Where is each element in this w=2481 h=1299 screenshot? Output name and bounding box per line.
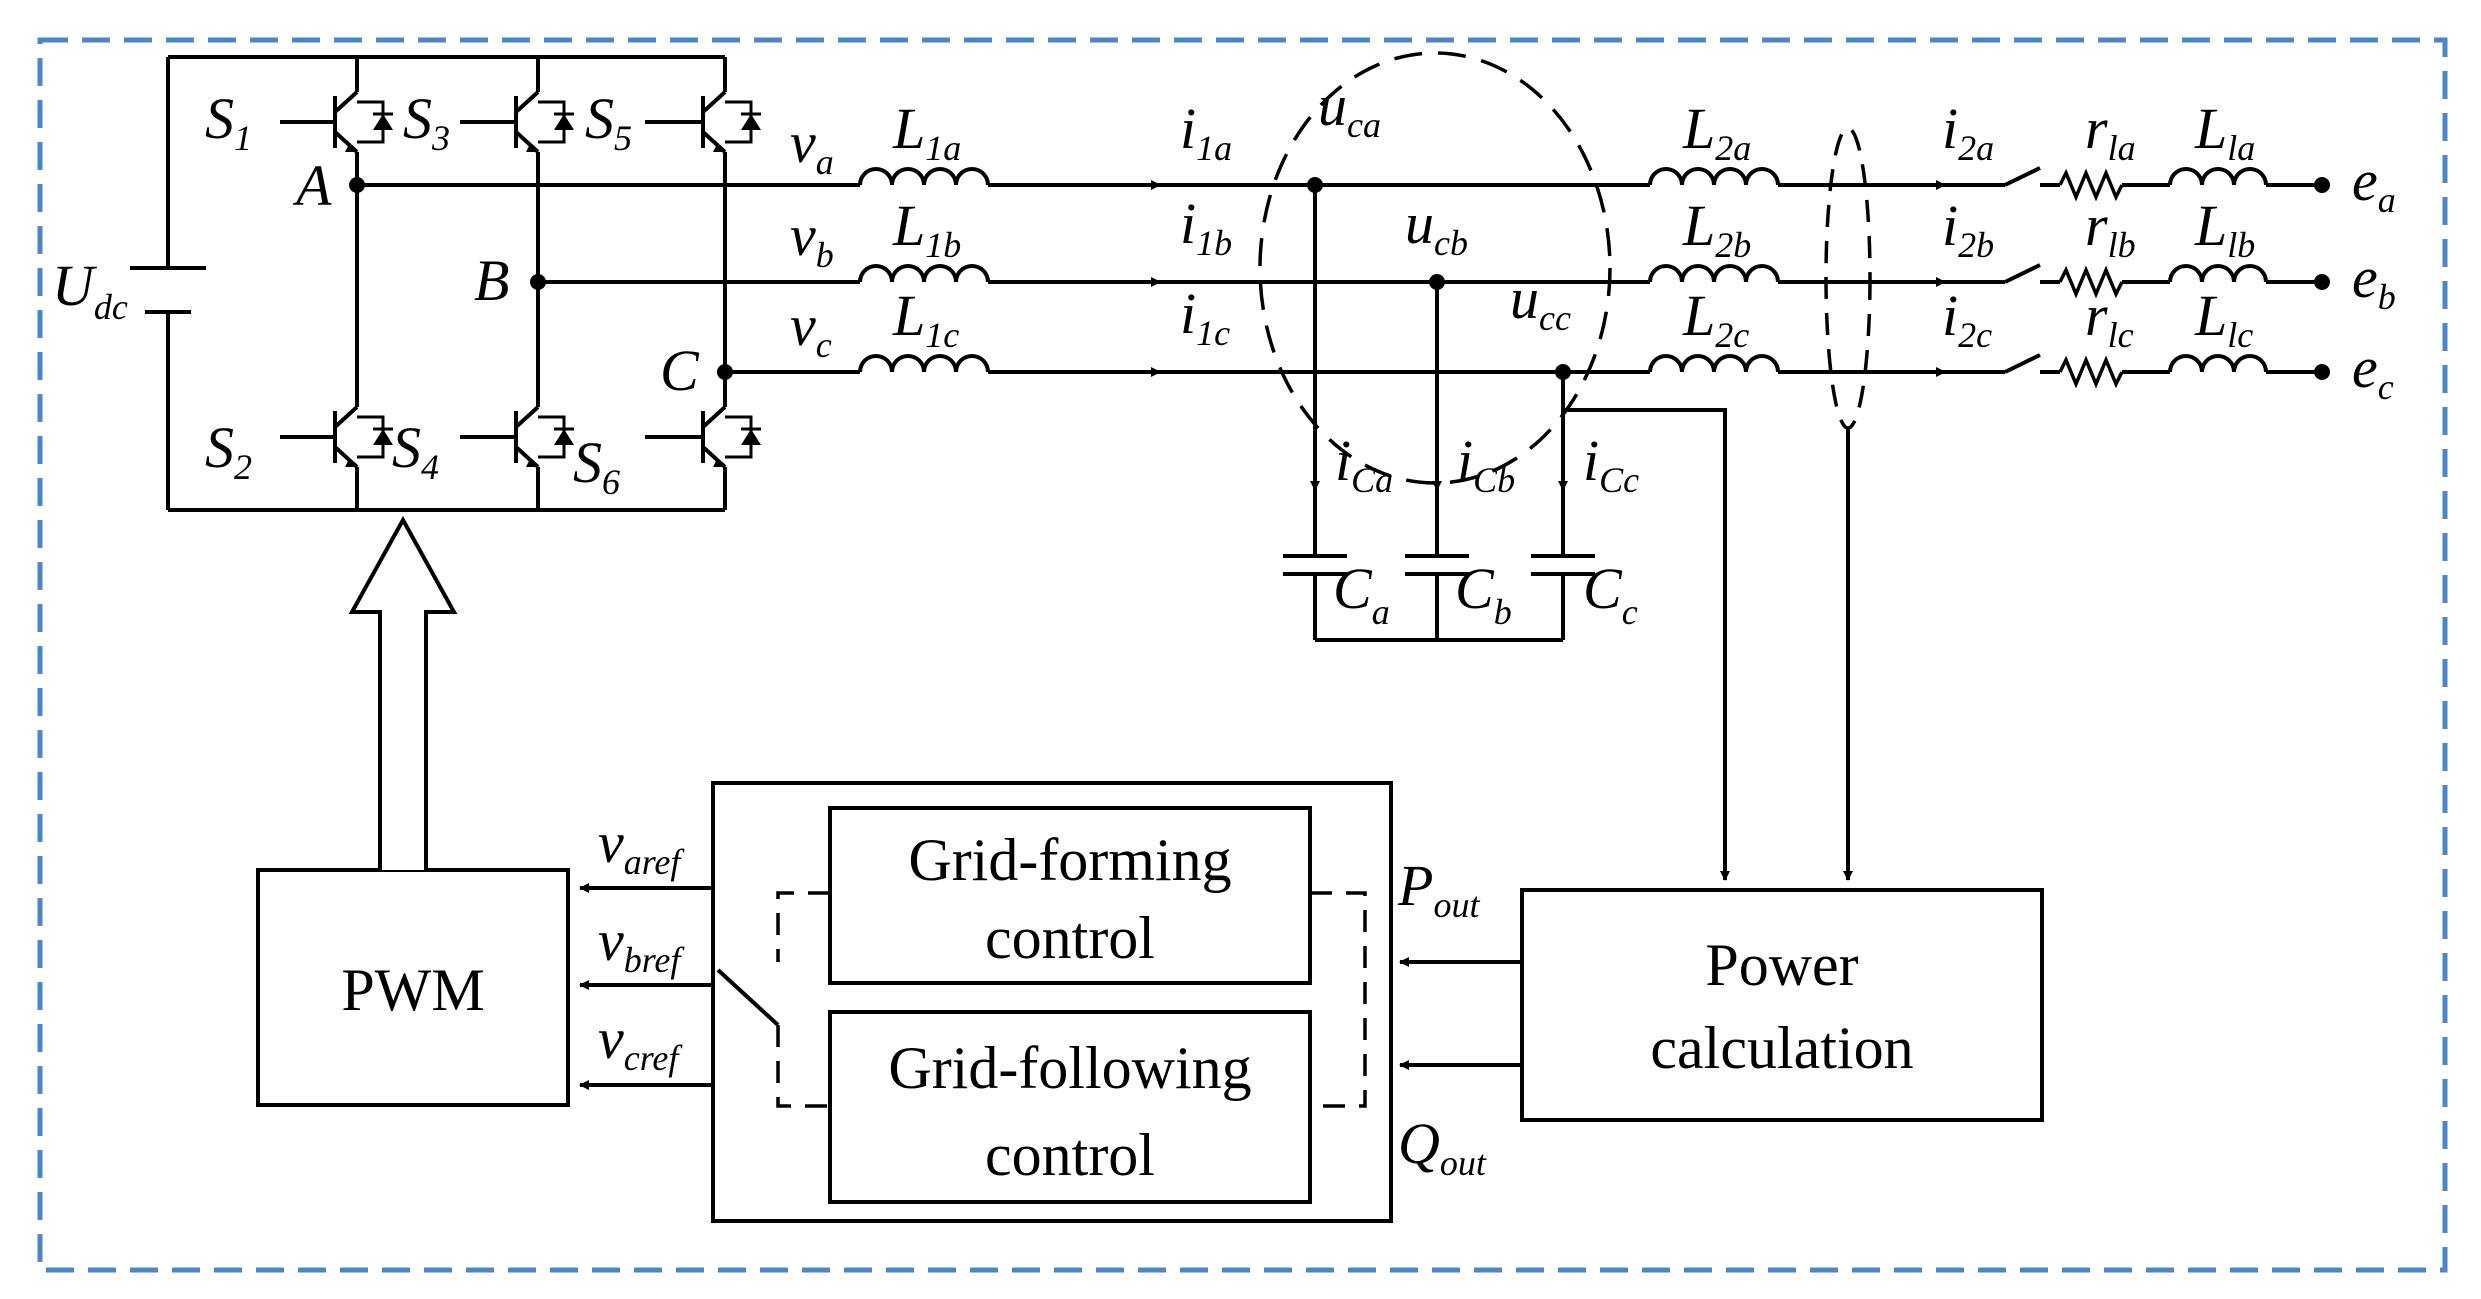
label-ica: iCa xyxy=(1335,428,1393,500)
switch-s6 xyxy=(687,393,763,481)
label-l2b: L2b xyxy=(1682,193,1751,265)
current-measurement-ellipse xyxy=(1824,126,1872,430)
label-qout: Qout xyxy=(1398,1111,1487,1183)
inductor-llb xyxy=(2168,264,2268,284)
label-l1a: L1a xyxy=(892,96,961,168)
inductor-l1c xyxy=(858,354,990,374)
label-i2a: i2a xyxy=(1942,96,1994,168)
label-rlb: rlb xyxy=(2085,193,2136,265)
label-i2c: i2c xyxy=(1942,283,1992,355)
grid-forming-block xyxy=(828,806,1312,985)
label-vbref: vbref xyxy=(598,908,685,980)
pwm-label: PWM xyxy=(341,957,484,1023)
label-udc: Udc xyxy=(52,253,128,327)
label-vc: vc xyxy=(790,293,832,365)
label-lla: Lla xyxy=(2194,96,2255,168)
voltage-measurement-ellipse xyxy=(1258,51,1612,485)
label-s1: S1 xyxy=(205,86,252,158)
power-calculation-block: Power calculation xyxy=(1520,888,2044,1122)
switch-s3 xyxy=(500,78,576,166)
pwm-block: PWM xyxy=(256,868,570,1107)
voltage-feedback-line xyxy=(1563,408,1730,881)
terminal-ec xyxy=(2314,364,2330,380)
switch-s4 xyxy=(500,393,576,481)
label-rla: rla xyxy=(2085,96,2136,168)
label-l2c: L2c xyxy=(1682,283,1749,355)
label-eb: eb xyxy=(2352,245,2396,317)
label-pout: Pout xyxy=(1397,853,1480,925)
label-node-c: C xyxy=(660,338,700,403)
label-l2a: L2a xyxy=(1682,96,1751,168)
grid-forming-line1: Grid-forming xyxy=(908,827,1231,893)
label-s5: S5 xyxy=(585,86,632,158)
gate-signal-arrow xyxy=(348,515,458,870)
label-cc: Cc xyxy=(1583,556,1638,632)
label-ea: ea xyxy=(2352,148,2396,220)
label-i2b: i2b xyxy=(1942,193,1994,265)
terminal-eb xyxy=(2314,274,2330,290)
label-ec: ec xyxy=(2352,335,2394,407)
inductor-lla xyxy=(2168,167,2268,187)
label-vb: vb xyxy=(790,203,834,275)
label-cb: Cb xyxy=(1455,556,1512,632)
grid-forming-line2: control xyxy=(985,905,1155,971)
filter-capacitors xyxy=(1283,177,1595,642)
label-node-b: B xyxy=(474,248,509,313)
label-va: va xyxy=(790,110,834,182)
label-s4: S4 xyxy=(392,415,439,487)
label-s2: S2 xyxy=(205,415,252,487)
inductor-llc xyxy=(2168,354,2268,374)
label-icb: iCb xyxy=(1457,428,1515,500)
label-llc: Llc xyxy=(2194,283,2253,355)
switch-s2 xyxy=(319,393,395,481)
label-varef: varef xyxy=(598,810,685,882)
system-boundary-frame xyxy=(37,37,2448,1273)
resistor-rlc xyxy=(2058,358,2124,386)
mode-selector-switch xyxy=(716,968,780,1027)
label-i1c: i1c xyxy=(1180,281,1230,353)
label-ucc: ucc xyxy=(1510,266,1571,338)
label-icc: iCc xyxy=(1583,428,1639,500)
inductor-l1b xyxy=(858,264,990,284)
switch-s1 xyxy=(319,78,395,166)
power-calc-line1: Power xyxy=(1705,932,1858,998)
inductor-l2a xyxy=(1648,167,1780,187)
inductor-l2b xyxy=(1648,264,1780,284)
inverter-bridge xyxy=(130,55,763,512)
label-ucb: ucb xyxy=(1405,191,1468,263)
label-i1a: i1a xyxy=(1180,96,1232,168)
label-i1b: i1b xyxy=(1180,191,1232,263)
label-s3: S3 xyxy=(403,86,450,158)
label-uca: uca xyxy=(1318,73,1381,145)
power-calc-line2: calculation xyxy=(1650,1015,1913,1081)
label-s6: S6 xyxy=(573,430,620,502)
label-node-a: A xyxy=(292,153,332,218)
label-rlc: rlc xyxy=(2085,283,2134,355)
label-vcref: vcref xyxy=(598,1006,683,1078)
inductor-l1a xyxy=(858,167,990,187)
switch-s5 xyxy=(687,78,763,166)
control-block: Grid-forming control Grid-following cont… xyxy=(711,781,1393,1223)
inductor-l2c xyxy=(1648,354,1780,374)
label-l1b: L1b xyxy=(892,193,961,265)
grid-following-line1: Grid-following xyxy=(888,1035,1251,1101)
grid-following-block xyxy=(828,1010,1312,1204)
grid-following-line2: control xyxy=(985,1122,1155,1188)
terminal-ea xyxy=(2314,177,2330,193)
label-llb: Llb xyxy=(2194,193,2255,265)
label-ca: Ca xyxy=(1333,556,1390,632)
label-l1c: L1c xyxy=(892,283,959,355)
phase-lines xyxy=(357,166,2330,386)
